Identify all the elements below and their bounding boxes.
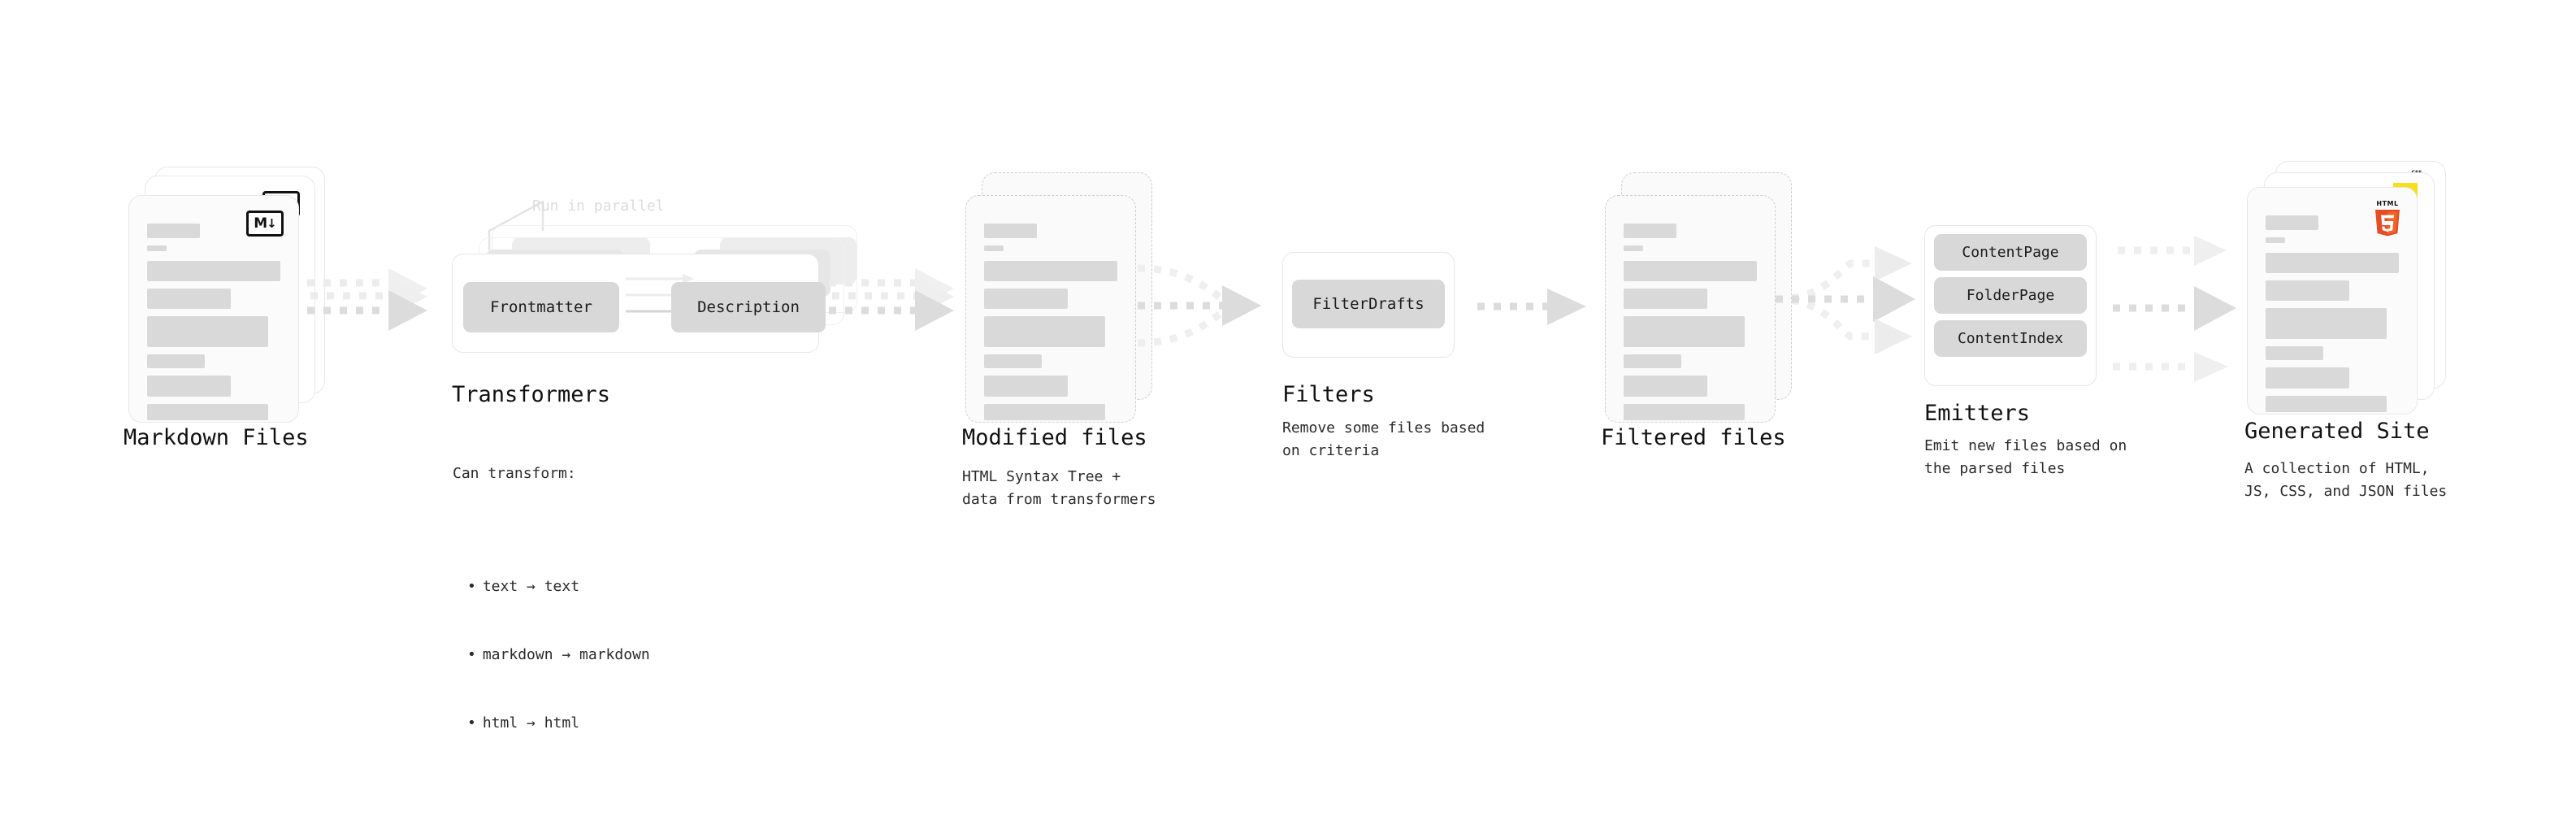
pill-filterdrafts[interactable]: FilterDrafts [1292, 280, 1445, 328]
connector-filters-to-filtered [1477, 289, 1586, 325]
markdown-badge-icon: M↓ [246, 211, 284, 237]
stage-title-filtered-files: Filtered files [1601, 425, 1786, 450]
list-item: text → text [467, 575, 650, 598]
transform-list: text → text markdown → markdown html → h… [453, 530, 650, 779]
can-transform-label: Can transform: [453, 464, 576, 482]
markdown-card-front: M↓ [128, 195, 299, 423]
document-skeleton-lines [2266, 215, 2399, 419]
stage-title-transformers: Transformers [452, 382, 611, 407]
stage-description-transformers: Can transform: text → text markdown → ma… [453, 417, 650, 825]
stage-description-generated-site: A collection of HTML, JS, CSS, and JSON … [2244, 460, 2448, 500]
pill-contentpage[interactable]: ContentPage [1934, 234, 2087, 271]
connector-transformers-to-modified [829, 268, 954, 331]
connector-modified-to-filters [1137, 264, 1261, 347]
connector-emitters-to-site [2113, 236, 2236, 382]
connector-filtered-to-emitters [1775, 246, 1915, 354]
document-skeleton-lines [984, 224, 1117, 428]
modified-card-front [965, 195, 1136, 423]
document-skeleton-lines [147, 224, 280, 428]
connector-markdown-to-transformers [307, 268, 427, 331]
stage-description-emitters: Emit new files based on the parsed files [1924, 437, 2127, 477]
stage-title-emitters: Emitters [1924, 401, 2031, 426]
stage-title-markdown-files: Markdown Files [124, 425, 309, 450]
list-item: markdown → markdown [467, 644, 650, 667]
stage-title-filters: Filters [1282, 382, 1375, 407]
stage-title-generated-site: Generated Site [2244, 419, 2430, 444]
document-skeleton-lines [1624, 224, 1757, 428]
stage-description-modified-files: HTML Syntax Tree + data from transformer… [962, 468, 1156, 508]
stage-title-modified-files: Modified files [962, 425, 1147, 450]
site-card-front-html: HTML [2247, 187, 2418, 415]
html5-badge-icon: HTML [2371, 199, 2404, 237]
pill-contentindex[interactable]: ContentIndex [1934, 320, 2087, 357]
list-item: html → html [467, 712, 650, 735]
filtered-card-front [1605, 195, 1776, 423]
pill-description[interactable]: Description [671, 282, 826, 332]
pill-frontmatter[interactable]: Frontmatter [463, 282, 619, 332]
pipeline-diagram: M↓ M↓ M↓ [0, 0, 2576, 681]
stage-description-filters: Remove some files based on criteria [1282, 419, 1485, 459]
pill-folderpage[interactable]: FolderPage [1934, 277, 2087, 314]
run-in-parallel-label: Run in parallel [532, 198, 665, 215]
